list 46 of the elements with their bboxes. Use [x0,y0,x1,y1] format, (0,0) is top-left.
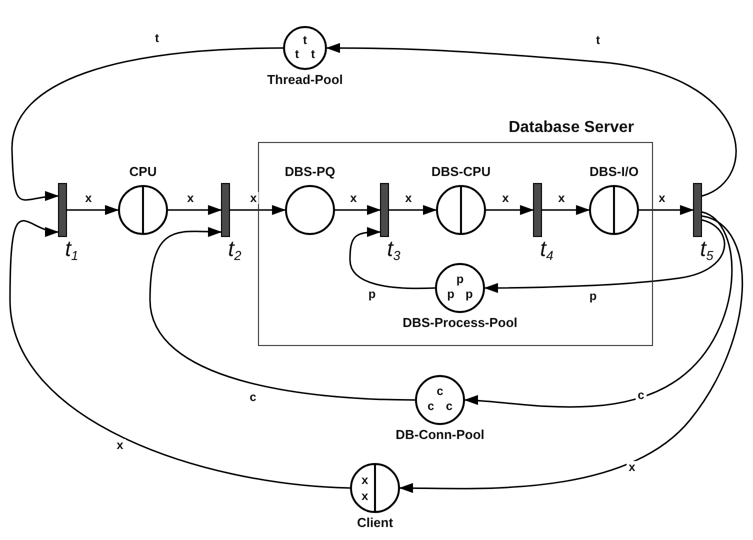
arc-arrow [484,219,726,293]
arc-arrow [149,226,416,401]
arc-arrow [9,220,350,489]
arc-arrow [542,205,590,215]
place-name: Client [356,515,394,530]
arc-arrow [67,205,119,215]
token-label: t [303,34,307,46]
edge-label: x [114,439,126,451]
place-name: DBS-PQ [284,164,336,179]
edge-label: t [594,34,602,46]
arc-arrow [168,205,222,215]
transition-label: t$_{1}$ [65,236,78,263]
token-label: p [466,288,473,300]
arc-arrow [399,215,743,494]
arc-arrow [230,205,286,215]
edge-label: t [153,32,161,44]
token-label: x [362,474,368,486]
place-name: DBS-Process-Pool [402,315,518,330]
place-name: CPU [129,164,157,179]
arc-arrow [639,205,694,215]
transition-label: t$_{2}$ [228,236,242,263]
arc-arrow [349,227,436,290]
arc-arrow [464,211,732,408]
arc-arrow [335,205,381,215]
arc-arrow [11,47,284,202]
transition-label: t$_{4}$ [540,236,554,263]
edge-label: x [248,192,259,204]
transition-label: t$_{3}$ [387,236,400,263]
place-name: DB-Conn-Pool [396,427,484,442]
arc-arrow [389,205,437,215]
token-label: p [447,288,454,300]
token-label: x [362,490,368,502]
place-name: Thread-Pool [267,72,343,87]
place-name: DBS-I/O [589,164,639,179]
place-name: DBS-CPU [431,164,491,179]
edge-label: x [626,461,638,473]
token-label: t [311,48,315,60]
arc-arrow [326,43,736,197]
transition-label: t$_{5}$ [700,236,714,263]
token-label: p [456,272,464,285]
token-label: c [436,384,444,397]
group-heading: Database Server [508,119,634,137]
arc-arrow [486,205,534,215]
token-label: c [446,400,453,412]
token-label: t [295,48,299,60]
token-label: c [427,400,434,412]
